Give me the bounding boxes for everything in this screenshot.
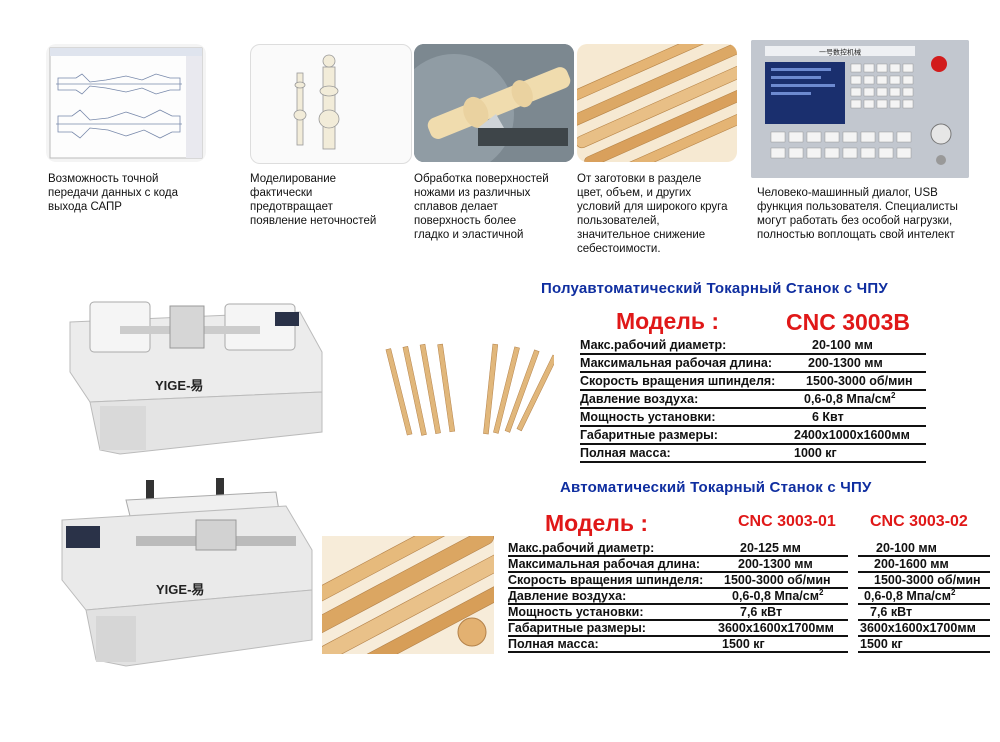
thumb-wood-balusters [577,44,737,162]
semi-auto-model-name: CNC 3003B [786,309,910,335]
spec-row: Максимальная рабочая длина:200-1300 мм [580,355,926,373]
auto-balusters-photo [322,536,494,654]
thumb-baluster-model [250,44,412,164]
baluster-model-icon [293,54,340,150]
semi-auto-model-label: Модель : [616,308,720,334]
auto-table-rules [508,555,990,653]
thumb-cad [46,44,206,162]
semi-auto-spec-table: Макс.рабочий диаметр:20-100 мм Максималь… [580,337,926,463]
semi-auto-balusters-photo [384,340,554,440]
auto-lathe-photo: YIGE-易 [56,470,320,670]
cnc-control-panel-icon: 一号数控机械 [751,40,969,178]
turning-knife-icon [414,44,574,162]
thumb-control-panel: 一号数控机械 [751,40,969,178]
auto-model-label: Модель : [545,510,649,536]
semi-auto-title: Полуавтоматический Токарный Станок с ЧПУ [541,280,888,297]
spec-row: Макс.рабочий диаметр:20-100 мм [580,337,926,355]
svg-text:一号数控机械: 一号数控机械 [819,48,861,57]
spec-row: Габаритные размеры:2400x1000x1600мм [580,427,926,445]
spec-row: Давление воздуха:0,6-0,8 Мпа/см2 [580,391,926,409]
wood-balusters-icon [322,536,494,654]
thumb-turning [414,44,574,162]
auto-model-name-02: CNC 3003-02 [870,513,968,530]
lathe-machine-icon: YIGE-易 [61,478,313,667]
brand-logo: YIGE-易 [156,582,204,597]
spec-row: Скорость вращения шпинделя:1500-3000 об/… [580,373,926,391]
spec-row: Мощность установки:6 Квт [580,409,926,427]
auto-model-name-01: CNC 3003-01 [738,513,836,530]
semi-auto-lathe-photo: YIGE-易 [60,282,325,460]
cad-drawing-icon [49,47,203,159]
brand-logo: YIGE-易 [155,378,203,393]
balusters-icon [385,343,554,436]
spec-row: Скорость вращения шпинделя:1500-3000 об/… [508,573,981,587]
wood-balusters-icon [577,44,737,162]
lathe-machine-icon: YIGE-易 [69,301,323,455]
spec-row: Полная масса:1000 кг [580,445,926,463]
auto-title: Автоматический Токарный Станок с ЧПУ [560,479,872,496]
